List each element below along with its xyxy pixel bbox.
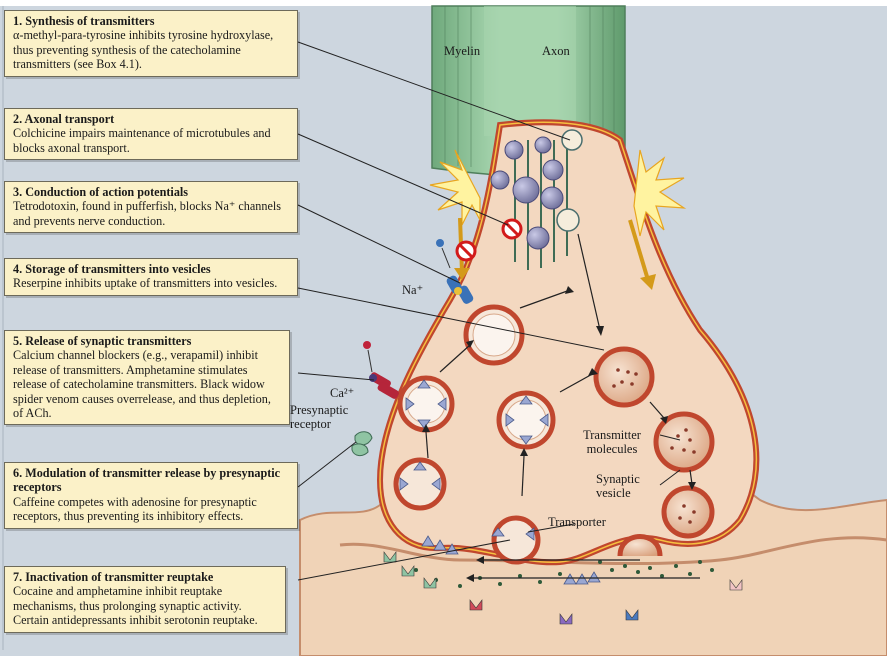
calcium-channel [363, 341, 399, 399]
callout-title: Synthesis of transmitters [25, 14, 155, 28]
callout-body: Cocaine and amphetamine inhibit reuptake… [13, 584, 258, 628]
callout-title: Conduction of action potentials [25, 185, 189, 199]
callout-body: Reserpine inhibits uptake of transmitter… [13, 276, 278, 291]
presynaptic-receptor-shape [351, 431, 373, 457]
callout-body: Tetrodotoxin, found in pufferfish, block… [13, 199, 282, 228]
propagation-arrowhead-right [640, 274, 656, 290]
cleft-transmitters [414, 560, 714, 588]
propagation-arrowhead-left [454, 268, 470, 280]
sodium-channel [436, 239, 474, 304]
callout-release-of-synaptic-transmitters: 5. Release of synaptic transmitters Calc… [4, 330, 290, 426]
callout-synthesis-of-transmitters: 1. Synthesis of transmitters α-methyl-pa… [4, 10, 298, 77]
callout-body: α-methyl-para-tyrosine inhibits tyrosine… [13, 28, 274, 72]
inhibition-symbol-conduction [455, 240, 477, 262]
callout-storage-of-transmitters: 4. Storage of transmitters into vesicles… [4, 258, 298, 296]
vesicle-full [593, 346, 655, 408]
callout-title: Release of synaptic transmitters [25, 334, 192, 348]
vesicle-fusing [617, 534, 663, 557]
callout-title: Modulation of transmitter release by pre… [13, 466, 281, 495]
top-strip [0, 0, 887, 6]
vesicle-transmitter-molecules [653, 411, 715, 473]
callout-body: Caffeine competes with adenosine for pre… [13, 494, 257, 524]
callout-body: Calcium channel blockers (e.g., verapami… [13, 348, 271, 420]
postsynaptic-receptors [383, 551, 743, 625]
callout-number: 6. [13, 466, 23, 480]
vesicle-reuptake [491, 515, 541, 565]
callout-inactivation-of-reuptake: 7. Inactivation of transmitter reuptake … [4, 566, 286, 633]
callout-number: 1. [13, 14, 23, 28]
axon-vesicle [556, 208, 580, 232]
label-sodium: Na⁺ [402, 283, 424, 297]
leader-lines [297, 41, 681, 581]
vesicle-docking [661, 485, 715, 539]
transmitter-dots [612, 368, 696, 524]
callout-title: Inactivation of transmitter reuptake [25, 570, 214, 584]
vesicle-recycling [393, 457, 447, 511]
propagation-arrow-right [628, 219, 650, 281]
postsynaptic-membrane [339, 536, 887, 566]
label-transporter: Transporter [548, 515, 606, 529]
precursor-granules [490, 136, 564, 250]
axon-vesicle [561, 129, 583, 151]
pathway-arrowheads [422, 286, 696, 582]
membrane-transporters [421, 535, 601, 585]
callout-number: 3. [13, 185, 23, 199]
label-myelin: Myelin [444, 44, 481, 58]
vesicle-with-transporters [496, 390, 556, 450]
label-axon: Axon [542, 44, 570, 58]
action-potential-burst-right [633, 149, 687, 237]
callout-title: Axonal transport [24, 112, 115, 126]
presynaptic-outline [379, 121, 758, 564]
label-calcium: Ca²⁺ [330, 386, 355, 400]
callout-number: 5. [13, 334, 23, 348]
label-transmitter-molecules: Transmitter molecules [583, 428, 641, 457]
callout-number: 4. [13, 262, 23, 276]
callout-number: 7. [13, 570, 23, 584]
callout-number: 2. [13, 112, 23, 126]
vesicle-filling [397, 375, 455, 433]
action-potential-burst-left [429, 149, 481, 226]
label-synaptic-vesicle: Synaptic vesicle [596, 472, 640, 501]
callout-axonal-transport: 2. Axonal transport Colchicine impairs m… [4, 108, 298, 161]
callout-conduction-of-action-potentials: 3. Conduction of action potentials Tetro… [4, 181, 298, 234]
inhibition-symbol-transport [501, 218, 523, 240]
callout-body: Colchicine impairs maintenance of microt… [13, 126, 271, 155]
callout-title: Storage of transmitters into vesicles [25, 262, 211, 276]
axon [484, 6, 576, 136]
callout-modulation-presynaptic-receptors: 6. Modulation of transmitter release by … [4, 462, 298, 529]
label-presynaptic-receptor: Presynaptic receptor [290, 403, 349, 432]
vesicle-empty [463, 304, 525, 366]
